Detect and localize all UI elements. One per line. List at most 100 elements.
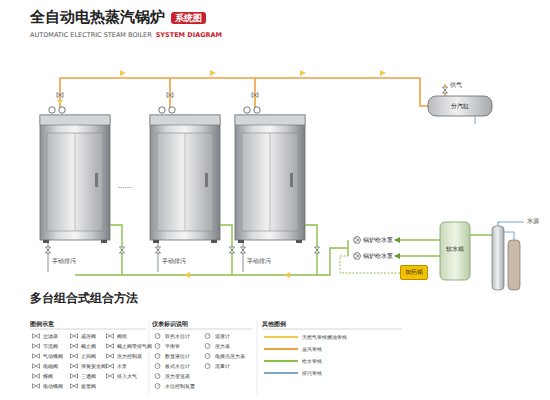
title: 全自动电热蒸汽锅炉 bbox=[30, 9, 165, 26]
valve-symbol bbox=[106, 353, 114, 359]
legend-text: 三通阀 bbox=[81, 373, 96, 379]
node-text: 分汽缸 bbox=[451, 102, 469, 111]
node-text: 加药箱 bbox=[405, 269, 423, 276]
legend-item: 排入大气 bbox=[106, 373, 137, 379]
legend-item: 水位控制装置 bbox=[154, 383, 195, 389]
legend-item: 水泵 bbox=[106, 363, 127, 369]
legend-heading: 仪表标识说明 bbox=[152, 321, 188, 327]
legend-text: 截止阀带排气阀 bbox=[117, 343, 152, 349]
node-text: 软水箱 bbox=[446, 246, 464, 253]
subtitle-accent: SYSTEM DIAGRAM bbox=[156, 32, 222, 39]
legend-item: 天然气管线燃油管线 bbox=[264, 334, 347, 340]
legend-item: 气动蝶阀 bbox=[32, 353, 63, 359]
valve-symbol bbox=[32, 343, 40, 349]
drain-label: 手动排污 bbox=[52, 258, 76, 264]
legend-item: 减压阀 bbox=[70, 333, 96, 339]
legend-text: 水泵 bbox=[117, 363, 127, 369]
legend-item: 电接点压力表 bbox=[204, 353, 245, 359]
valve-symbol bbox=[32, 353, 40, 359]
valve-symbol bbox=[70, 343, 78, 349]
legend-text: 双色水位计 bbox=[165, 333, 190, 339]
legend-text: 蝶阀 bbox=[43, 373, 53, 379]
legend-item: 排污管线 bbox=[264, 370, 322, 376]
gauge-symbol bbox=[204, 363, 212, 369]
legend-item: 给水管线 bbox=[264, 358, 322, 364]
valve-symbol bbox=[106, 333, 114, 339]
gauge-symbol bbox=[154, 333, 162, 339]
subtitle: AUTOMATIC ELECTRIC STEAM BOILER bbox=[30, 32, 152, 39]
valve-symbol bbox=[70, 383, 78, 389]
legend-item: 阀组 bbox=[106, 333, 127, 339]
legend-text: 弹簧安全阀 bbox=[81, 363, 106, 369]
legend-item: 压力表 bbox=[204, 343, 230, 349]
legend-heading: 其他图例 bbox=[262, 321, 286, 327]
legend-item: 平衡管 bbox=[154, 343, 180, 349]
legend-item: 蒸汽管线 bbox=[264, 346, 322, 352]
valve-symbol bbox=[32, 333, 40, 339]
pump-symbol bbox=[353, 236, 361, 244]
legend-swatch bbox=[264, 336, 298, 339]
legend-text: 气动蝶阀 bbox=[43, 353, 63, 359]
gauge-symbol bbox=[204, 343, 212, 349]
legend-text: 压力变送器 bbox=[165, 373, 190, 379]
legend-item: 节流阀 bbox=[32, 343, 58, 349]
pump-node: 锅炉给水泵 bbox=[352, 235, 394, 245]
valve-symbol bbox=[70, 333, 78, 339]
gauge-symbol bbox=[204, 353, 212, 359]
legend-text: 排入大气 bbox=[117, 373, 137, 379]
legend-item: 蝶阀 bbox=[32, 373, 53, 379]
pump-node: 锅炉给水泵 bbox=[352, 251, 394, 261]
equipment-box: 软水箱 bbox=[440, 222, 470, 280]
legend-text: 给水管线 bbox=[302, 358, 322, 364]
pump-symbol bbox=[353, 252, 361, 260]
legend-item: 旋塞阀 bbox=[70, 383, 96, 389]
node-text: 锅炉给水泵 bbox=[363, 253, 393, 260]
legend-text: 旋塞阀 bbox=[81, 383, 96, 389]
legend-swatch bbox=[264, 348, 298, 351]
equipment-box: 分汽缸 bbox=[428, 96, 492, 116]
legend-text: 止回阀 bbox=[81, 353, 96, 359]
drain-label: 手动排污 bbox=[162, 258, 186, 264]
legend-text: 蒸汽管线 bbox=[302, 346, 322, 352]
gauge-symbol bbox=[154, 353, 162, 359]
legend-text: 流量计 bbox=[215, 363, 230, 369]
legend-text: 电动蝶阀 bbox=[43, 383, 63, 389]
section-heading: 多台组合式组合方法 bbox=[30, 292, 138, 306]
legend-item: 弹簧安全阀 bbox=[70, 363, 106, 369]
source-label: 水源 bbox=[527, 218, 539, 224]
pipe-label: 供气 bbox=[450, 82, 462, 88]
legend-text: 平衡管 bbox=[165, 343, 180, 349]
drain-label: 手动排污 bbox=[247, 258, 271, 264]
legend-text: 节流阀 bbox=[43, 343, 58, 349]
gauge-symbol bbox=[204, 333, 212, 339]
valve-symbol bbox=[106, 373, 114, 379]
node-text: 锅炉给水泵 bbox=[363, 237, 393, 244]
legend-item: 过滤器 bbox=[32, 333, 58, 339]
legend-text: 电磁阀 bbox=[43, 363, 58, 369]
legend-text: 温度计 bbox=[215, 333, 230, 339]
gauge-symbol bbox=[154, 383, 162, 389]
valve-symbol bbox=[32, 373, 40, 379]
legend-text: 过滤器 bbox=[43, 333, 58, 339]
legend-item: 压力控制器 bbox=[106, 353, 142, 359]
legend-text: 板式水位计 bbox=[165, 363, 190, 369]
valve-symbol bbox=[70, 373, 78, 379]
legend-text: 截止阀 bbox=[81, 343, 96, 349]
legend-item: 板式水位计 bbox=[154, 363, 190, 369]
legend-item: 三通阀 bbox=[70, 373, 96, 379]
legend-item: 电磁阀 bbox=[32, 363, 58, 369]
legend-swatch bbox=[264, 360, 298, 363]
legend-text: 数显液位计 bbox=[165, 353, 190, 359]
legend-text: 电接点压力表 bbox=[215, 353, 245, 359]
valve-symbol bbox=[106, 363, 114, 369]
valve-symbol bbox=[106, 343, 114, 349]
gauge-symbol bbox=[154, 363, 162, 369]
legend-text: 压力表 bbox=[215, 343, 230, 349]
gauge-symbol bbox=[154, 343, 162, 349]
legend-text: 压力控制器 bbox=[117, 353, 142, 359]
ellipsis-mark: ...... bbox=[118, 182, 131, 190]
legend-item: 数显液位计 bbox=[154, 353, 190, 359]
legend-item: 压力变送器 bbox=[154, 373, 190, 379]
